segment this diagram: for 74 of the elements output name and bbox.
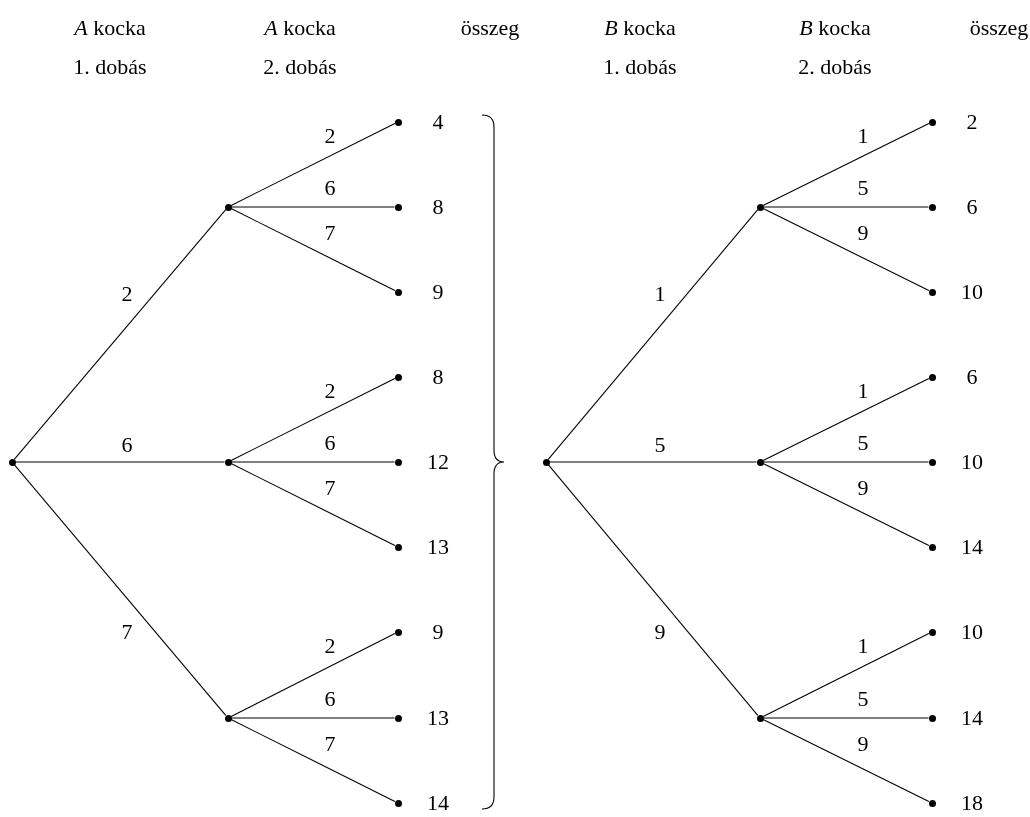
branch-line (762, 717, 930, 719)
tree-node-dot (224, 714, 232, 722)
tree-node-dot (394, 543, 402, 551)
column-header: B kocka 1. dobás (602, 14, 678, 81)
tree-node-dot (394, 458, 402, 466)
tree-node-dot (928, 799, 936, 807)
branch-line (762, 123, 930, 206)
column-header: összeg (459, 14, 521, 42)
tree-node-dot (394, 799, 402, 807)
branch-line (14, 461, 226, 463)
column-header: B kocka 2. dobás (797, 14, 873, 81)
branch-line (230, 208, 396, 291)
branch-line (230, 123, 396, 206)
tree-node-dot (756, 714, 764, 722)
tree-node-dot (542, 458, 550, 466)
branch-line (547, 464, 759, 716)
sum-value: 14 (961, 536, 983, 558)
branch-line (762, 463, 930, 546)
branch-line (230, 633, 396, 717)
sum-value: 13 (427, 707, 449, 729)
branch-line (762, 208, 930, 291)
column-header: összeg (969, 14, 1029, 42)
tree-node-dot (394, 288, 402, 296)
tree-node-dot (756, 458, 764, 466)
sum-value: 14 (427, 792, 449, 814)
branch-line (762, 206, 930, 208)
branch-line (548, 461, 758, 463)
sum-value: 6 (966, 366, 978, 388)
sum-value: 18 (961, 792, 983, 814)
tree-node-dot (8, 458, 16, 466)
tree-node-dot (928, 628, 936, 636)
tree-node-dot (928, 458, 936, 466)
branch-line (13, 209, 227, 460)
sum-value: 8 (432, 196, 444, 218)
sum-value: 2 (966, 111, 978, 133)
sum-value: 10 (961, 451, 983, 473)
branch-line (230, 378, 396, 461)
tree-node-dot (928, 118, 936, 126)
tree-node-dot (394, 203, 402, 211)
sum-value: 14 (961, 707, 983, 729)
tree-node-dot (928, 288, 936, 296)
sum-value: 10 (961, 621, 983, 643)
branch-line (230, 719, 396, 802)
branch-line (230, 206, 396, 208)
sum-value: 8 (432, 366, 444, 388)
tree-node-dot (224, 458, 232, 466)
tree-node-dot (928, 714, 936, 722)
tree-node-dot (756, 203, 764, 211)
branch-line (762, 633, 930, 717)
column-header: A kocka 2. dobás (262, 14, 338, 81)
tree-node-dot (394, 373, 402, 381)
branch-line (762, 378, 930, 461)
sum-value: 10 (961, 281, 983, 303)
tree-node-dot (394, 628, 402, 636)
branch-line (762, 719, 930, 802)
branch-line (13, 464, 227, 716)
branch-line (230, 717, 396, 719)
branch-line (547, 209, 759, 460)
sum-value: 12 (427, 451, 449, 473)
sum-value: 9 (432, 621, 444, 643)
branch-line (762, 461, 930, 463)
sum-value: 4 (432, 111, 444, 133)
sum-value: 9 (432, 281, 444, 303)
sum-value: 13 (427, 536, 449, 558)
sum-value: 6 (966, 196, 978, 218)
branch-line (230, 463, 396, 546)
tree-node-dot (928, 203, 936, 211)
tree-node-dot (394, 118, 402, 126)
tree-node-dot (928, 543, 936, 551)
tree-node-dot (394, 714, 402, 722)
column-header: A kocka 1. dobás (72, 14, 148, 81)
tree-node-dot (928, 373, 936, 381)
tree-node-dot (224, 203, 232, 211)
branch-line (230, 461, 396, 463)
